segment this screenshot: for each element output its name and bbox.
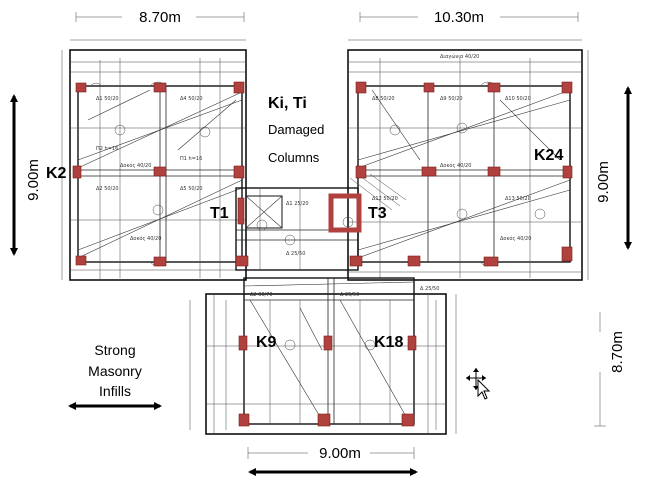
column-k2-mark (72, 165, 82, 179)
svg-text:Δ2 50/20: Δ2 50/20 (96, 186, 119, 192)
column-k9-mark (238, 335, 248, 351)
top-right-width-label: 10.30m (434, 9, 484, 26)
left-height-label: 9.00m (25, 159, 42, 201)
top-left-width-label: 8.70m (139, 9, 181, 26)
column-k15 (423, 82, 435, 93)
right-wing: Διαγώνια 40/20 Δ8 50/20 Δ9 50/20 Δ10 50/… (347, 49, 583, 281)
bottom-width-label: 9.00m (319, 445, 361, 462)
dimension-ticks (61, 39, 589, 434)
column-k18-mark-left (323, 335, 333, 351)
bottom-right-height-label: 8.70m (609, 331, 626, 373)
legend-title: Ki, Ti (268, 95, 307, 112)
svg-text:Δ1 25/20: Δ1 25/20 (286, 201, 309, 207)
dimension-labels: 8.70m 10.30m 9.00m 9.00m 8.70m 9.00m (25, 9, 626, 462)
column-k7 (233, 81, 245, 94)
column-k1 (75, 82, 87, 93)
column-k19 (317, 413, 331, 427)
column-label-k9: K9 (256, 334, 277, 351)
column-k10 (238, 413, 250, 427)
column-k24-mark (562, 165, 573, 179)
svg-text:Δ 25/50: Δ 25/50 (286, 251, 305, 257)
column-k13 (355, 165, 367, 179)
column-k6 (153, 256, 167, 267)
column-k4 (153, 82, 167, 93)
column-t1-mark (237, 197, 245, 225)
column-k9b (235, 255, 249, 267)
svg-text:Δοκός 40/20: Δοκός 40/20 (130, 235, 161, 242)
column-label-t3: T3 (368, 205, 387, 222)
mouse-cursor-icon (466, 368, 491, 400)
masonry-masonry: Masonry (88, 363, 142, 379)
column-k21 (487, 166, 501, 177)
svg-text:Δ 25/50: Δ 25/50 (340, 292, 359, 298)
svg-text:Δ2 30/70: Δ2 30/70 (250, 292, 273, 298)
column-label-k2: K2 (46, 165, 67, 182)
damaged-columns (72, 81, 573, 427)
column-k22 (483, 256, 499, 267)
svg-text:Δ9 50/20: Δ9 50/20 (440, 96, 463, 102)
svg-text:Δ4 50/20: Δ4 50/20 (180, 96, 203, 102)
column-label-k18: K18 (374, 334, 403, 351)
masonry-infills: Infills (99, 383, 131, 399)
column-k25 (561, 246, 573, 262)
svg-text:Π1 h=16: Π1 h=16 (180, 156, 202, 162)
central-core: Δ1 25/20 Δ 25/50 (235, 173, 407, 271)
column-k17 (407, 255, 421, 267)
thin-dimension-lines (75, 12, 606, 459)
column-k26 (401, 413, 415, 427)
column-k12 (355, 81, 367, 94)
dimension-arrows (10, 86, 632, 476)
svg-text:Δ5 50/20: Δ5 50/20 (180, 186, 203, 192)
column-labels: K2 K24 T1 T3 K9 K18 (46, 147, 563, 351)
column-k14 (349, 255, 363, 267)
column-k20 (487, 82, 501, 93)
svg-text:Δ8 50/20: Δ8 50/20 (372, 96, 395, 102)
right-height-label: 9.00m (595, 161, 612, 203)
column-k16 (421, 166, 437, 177)
column-k3 (75, 255, 87, 266)
svg-text:Διαγώνια 40/20: Διαγώνια 40/20 (440, 53, 479, 60)
lower-wing: Δ2 30/70 Δ 25/50 Δ 25/50 (189, 277, 447, 435)
column-k5 (153, 166, 167, 177)
legend-labels: Ki, Ti Damaged Columns Strong Masonry In… (88, 95, 324, 399)
masonry-strong: Strong (94, 342, 135, 358)
svg-text:Δ10 50/20: Δ10 50/20 (505, 96, 531, 102)
column-label-t1: T1 (210, 205, 229, 222)
svg-text:Δ13 50/20: Δ13 50/20 (505, 196, 531, 202)
svg-text:Δ12 50/20: Δ12 50/20 (372, 196, 398, 202)
column-t3-mark (328, 193, 362, 233)
svg-text:Δοκός 40/20: Δοκός 40/20 (120, 162, 151, 169)
column-k8 (233, 165, 245, 179)
svg-text:Δοκός 40/20: Δοκός 40/20 (440, 162, 471, 169)
svg-text:Δ1 50/20: Δ1 50/20 (96, 96, 119, 102)
svg-text:Δοκός 40/20: Δοκός 40/20 (500, 235, 531, 242)
legend-damaged: Damaged (268, 122, 324, 137)
column-k18-mark-right (407, 335, 417, 351)
svg-text:Π2 h=16: Π2 h=16 (96, 146, 118, 152)
column-label-k24: K24 (534, 147, 563, 164)
legend-columns: Columns (268, 150, 320, 165)
svg-text:Δ 25/50: Δ 25/50 (420, 286, 439, 292)
column-k23 (561, 81, 573, 94)
